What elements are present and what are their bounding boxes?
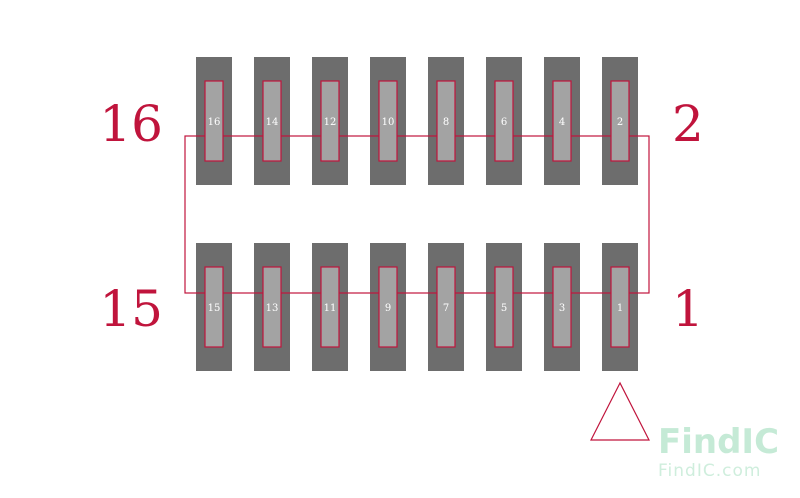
pin-number-6: 6 [501,117,507,128]
pin-number-12: 12 [324,117,337,128]
pin-outline-9 [378,266,398,348]
pin-number-1: 1 [617,303,623,314]
pin-number-7: 7 [443,303,449,314]
pin-number-11: 11 [324,303,337,314]
pin-number-10: 10 [382,117,395,128]
pin-number-14: 14 [266,117,279,128]
pin1-triangle-marker [590,381,650,441]
watermark-brand: FindIC [658,422,779,462]
pin-number-8: 8 [443,117,449,128]
pin-number-13: 13 [266,303,279,314]
corner-label-bottom-left: 15 [99,280,163,338]
pin-outline-8 [436,80,456,162]
pin-outline-13 [262,266,282,348]
pin-number-15: 15 [208,303,221,314]
watermark-url: FindIC.com [658,461,761,481]
pin-outline-15 [204,266,224,348]
component-body-outline [184,135,650,294]
pin-outline-4 [552,80,572,162]
pin-number-2: 2 [617,117,623,128]
pin-outline-3 [552,266,572,348]
pin-outline-12 [320,80,340,162]
pins-layer: 16 14 12 10 8 6 4 2 15 13 11 9 7 5 3 1 [204,80,630,348]
pin-outline-11 [320,266,340,348]
pin-outline-5 [494,266,514,348]
pin-outline-16 [204,80,224,162]
pin-outline-10 [378,80,398,162]
pin-number-9: 9 [385,303,391,314]
corner-label-top-left: 16 [99,95,163,153]
pin-outline-7 [436,266,456,348]
pin-outline-2 [610,80,630,162]
pads-layer [196,57,638,371]
pin-number-16: 16 [208,117,221,128]
corner-label-top-right: 2 [672,95,704,153]
pin-outline-6 [494,80,514,162]
pin-outline-14 [262,80,282,162]
pin-number-5: 5 [501,303,507,314]
pin-outline-1 [610,266,630,348]
pin-number-4: 4 [559,117,565,128]
corner-label-bottom-right: 1 [672,280,704,338]
pin-number-3: 3 [559,303,565,314]
